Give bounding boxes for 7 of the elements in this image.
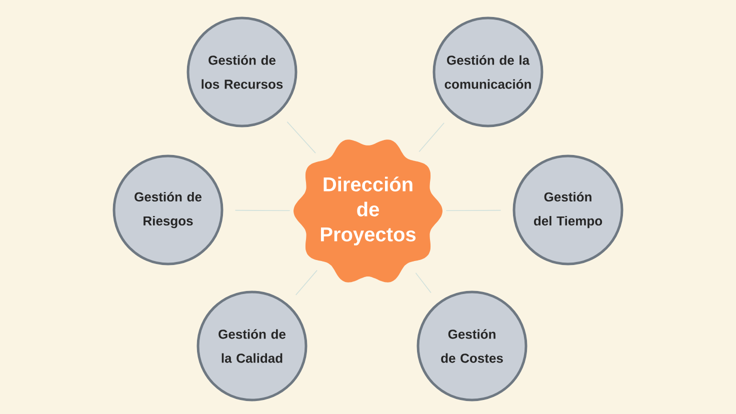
connector-line bbox=[295, 270, 318, 296]
wavy-badge: Dirección de Proyectos bbox=[294, 140, 442, 282]
connector-line bbox=[234, 210, 290, 211]
connector-line bbox=[286, 121, 316, 154]
connector-line bbox=[415, 272, 432, 294]
connector-line bbox=[418, 122, 444, 152]
connector-line bbox=[446, 210, 502, 211]
